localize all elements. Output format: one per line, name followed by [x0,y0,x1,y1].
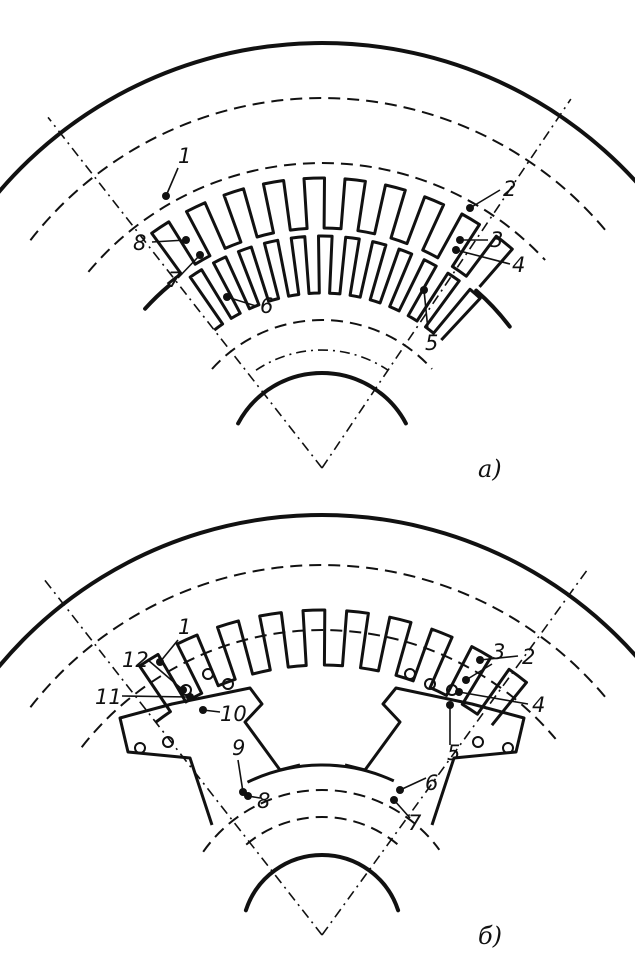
leader-b-9 [237,759,244,793]
label-b-4: 4 [532,693,545,717]
label-a-7: 7 [168,268,182,292]
damper-bar-10 [502,742,514,754]
label-b-8: 8 [257,789,270,813]
stator-slot-dashed-arc-b [80,629,557,748]
label-a-6: 6 [260,294,273,318]
label-a-2: 2 [503,177,516,201]
shaft-boundary [236,370,408,426]
leader-b-6 [399,777,427,791]
rotor-inner-dashed-arc [211,319,433,370]
rotor-inner-dashed-arc-b [202,788,441,853]
leader-a-8 [151,239,187,243]
leader-b-2 [479,655,519,661]
pole-pitch-boundary-left [47,116,323,469]
damper-bar-6 [424,678,436,690]
salient-pole-right [344,686,526,826]
stator-outer-boundary [0,41,635,194]
leader-b-7 [393,799,411,819]
label-b-12: 12 [122,648,149,672]
leader-a-1 [165,167,179,197]
label-b-11: 11 [95,685,122,709]
damper-bar-7 [404,668,416,680]
leader-a-6 [226,296,257,307]
damper-bar-2 [162,736,174,748]
salient-pole-left [118,686,301,826]
label-a-8: 8 [133,231,146,255]
leader-b-12 [147,659,184,691]
label-b-5: 5 [447,741,460,765]
label-a-5: 5 [425,331,438,355]
leader-b-8 [247,795,261,799]
rotor-core-arc-b [246,763,395,784]
label-b-3: 3 [492,640,505,664]
label-b-6: 6 [425,771,438,795]
leader-b-3 [465,663,493,681]
rotor-axis-dashdot-arc [255,349,389,371]
stator-yoke-dashed-arc [29,97,607,241]
label-b-9: 9 [232,736,245,760]
damper-bar-9 [472,736,484,748]
label-b-1: 1 [178,615,191,639]
stator-teeth-outline [150,176,514,288]
pole-pitch-boundary-right [321,98,572,469]
leader-b-11 [121,695,191,698]
leader-b-1 [159,639,179,663]
rotor-dashed-arc-b [245,816,402,849]
label-a-3: 3 [490,228,503,252]
diagram-b-salient-pole-section [0,513,635,936]
leader-a-7 [177,254,201,279]
damper-bar-1 [134,742,146,754]
stator-teeth-outline-b [138,608,528,727]
leader-a-4 [455,249,511,265]
damper-bar-3 [222,678,234,690]
air-gap-boundary-right [474,288,512,329]
stator-outer-boundary-b [0,513,635,669]
pole-axis-right-b [321,570,588,936]
leader-b-4 [458,691,529,705]
label-b-2: 2 [522,645,535,669]
air-gap-boundary-left [143,283,171,311]
rotor-teeth-outline [188,234,482,342]
pole-axis-left-b [44,579,323,936]
diagram-b-caption: б) [478,922,502,950]
damper-bar-4 [202,668,214,680]
stator-yoke-dashed-arc-b [29,564,607,708]
label-b-10: 10 [220,702,247,726]
label-a-1: 1 [178,144,191,168]
diagram-a-caption: a) [478,455,502,483]
diagram-a-rotor-stator-section [0,41,635,469]
label-a-4: 4 [512,253,525,277]
label-b-7: 7 [408,811,422,835]
leader-a-5 [423,289,429,331]
leader-a-2 [469,189,501,209]
leader-b-10 [202,709,221,713]
stator-slot-dashed-arc [87,162,546,273]
shaft-boundary-b [243,853,401,913]
